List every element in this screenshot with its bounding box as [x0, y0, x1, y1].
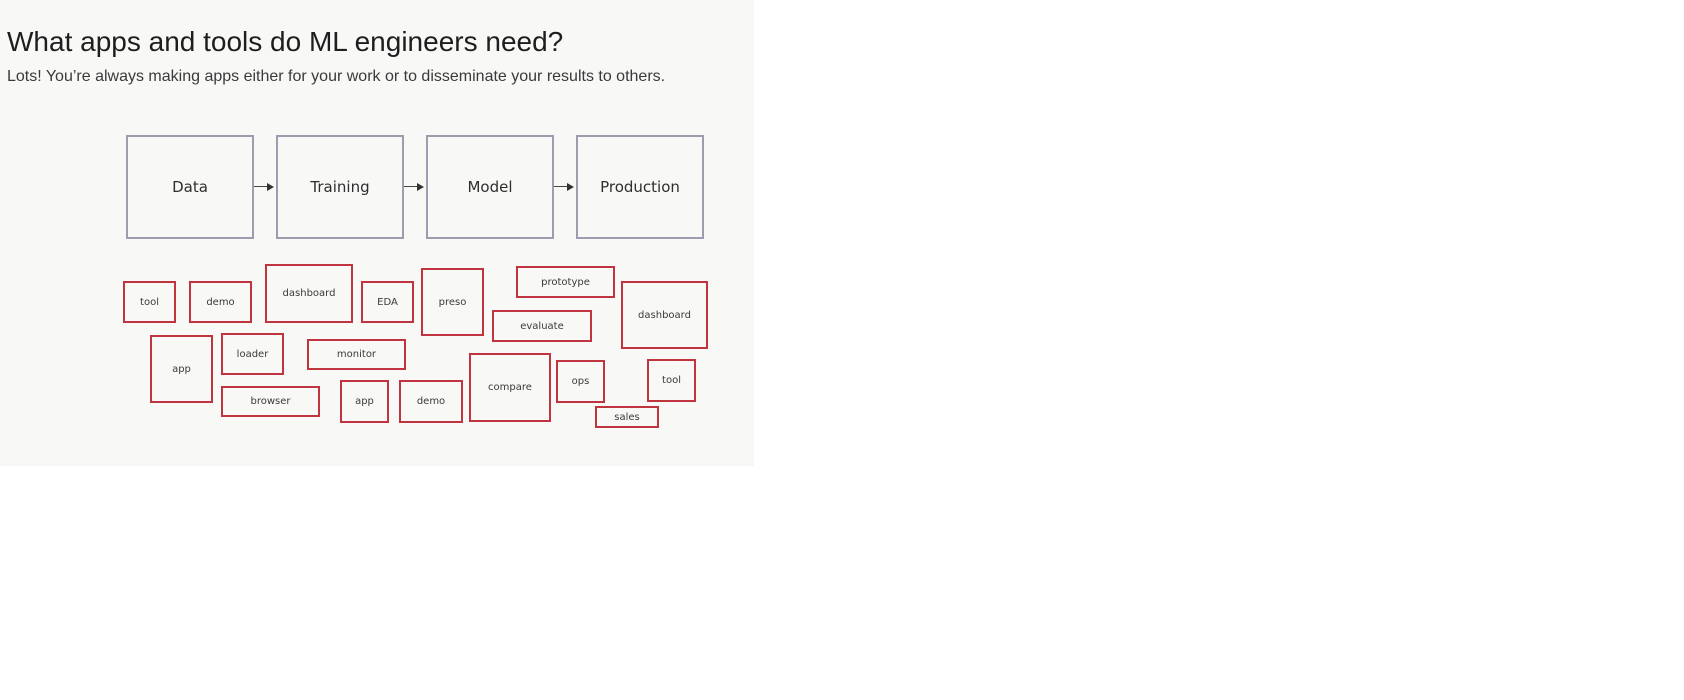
slide-subtitle: Lots! You’re always making apps either f…	[7, 68, 666, 85]
stage-training: Training	[276, 135, 404, 239]
app-box: dashboard	[621, 281, 708, 349]
app-box: dashboard	[265, 264, 353, 323]
app-box: ops	[556, 360, 605, 403]
app-box: evaluate	[492, 310, 592, 342]
app-box: app	[340, 380, 389, 423]
app-box: demo	[399, 380, 463, 423]
app-box: sales	[595, 406, 659, 428]
app-box: loader	[221, 333, 284, 375]
app-box: tool	[123, 281, 176, 323]
app-box: prototype	[516, 266, 615, 298]
app-box: monitor	[307, 339, 406, 370]
app-box: tool	[647, 359, 696, 402]
stage-data: Data	[126, 135, 254, 239]
app-box: browser	[221, 386, 320, 417]
slide-title: What apps and tools do ML engineers need…	[7, 26, 564, 57]
app-box: app	[150, 335, 213, 403]
slide: What apps and tools do ML engineers need…	[0, 0, 754, 466]
app-box: demo	[189, 281, 252, 323]
app-box: compare	[469, 353, 551, 422]
app-box: EDA	[361, 281, 414, 323]
app-box: preso	[421, 268, 484, 336]
stage-production: Production	[576, 135, 704, 239]
stage-model: Model	[426, 135, 554, 239]
